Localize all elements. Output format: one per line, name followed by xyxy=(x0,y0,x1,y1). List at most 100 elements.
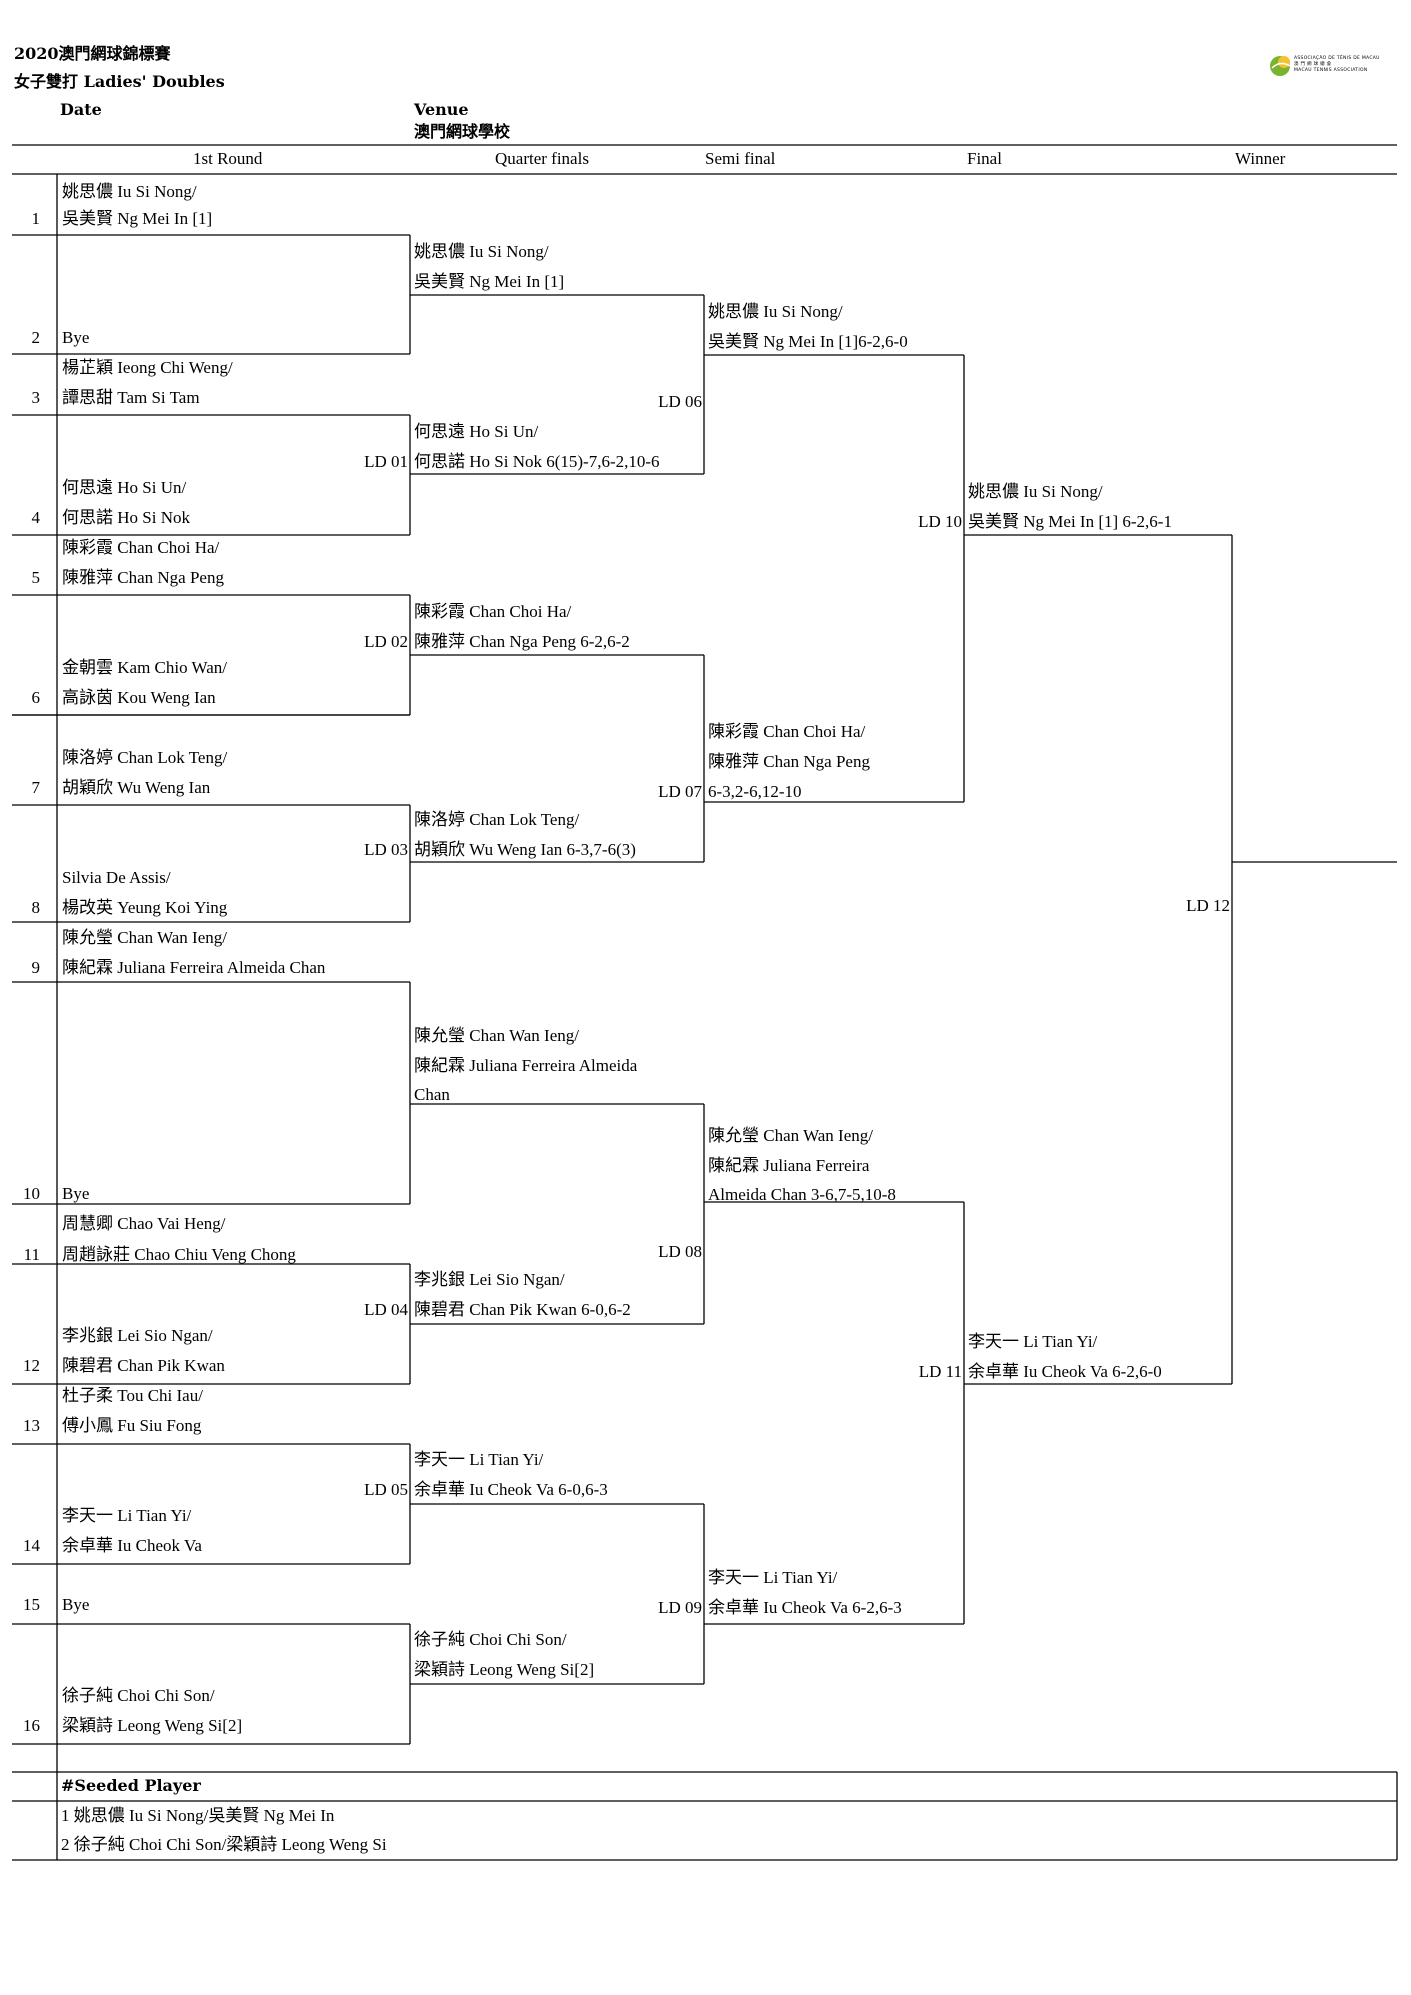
sf-player-b: 吳美賢 Ng Mei In [1]6-2,6-0 xyxy=(708,332,908,351)
r1-player-b: 楊改英 Yeung Koi Ying xyxy=(62,898,228,917)
qf-player-a: 陳允瑩 Chan Wan Ieng/ xyxy=(414,1026,579,1045)
match-label: LD 08 xyxy=(658,1242,702,1261)
final-player-b: 吳美賢 Ng Mei In [1] 6-2,6-1 xyxy=(968,512,1172,531)
draw-position-number: 11 xyxy=(23,1245,40,1264)
draw-position-number: 6 xyxy=(31,688,41,707)
r1-player-a: 杜子柔 Tou Chi Iau/ xyxy=(62,1386,203,1405)
sf-player-a: 李天一 Li Tian Yi/ xyxy=(708,1568,838,1587)
r1-player-b: 梁穎詩 Leong Weng Si[2] xyxy=(62,1716,243,1735)
match-label: LD 09 xyxy=(658,1598,702,1617)
qf-player-b: 余卓華 Iu Cheok Va 6-0,6-3 xyxy=(414,1480,608,1499)
column-header-semis: Semi final xyxy=(705,149,776,168)
r1-player-b: Bye xyxy=(62,1595,90,1614)
qf-player-a: 李天一 Li Tian Yi/ xyxy=(414,1450,544,1469)
r1-player-a: 李天一 Li Tian Yi/ xyxy=(62,1506,192,1525)
qf-player-b: 陳碧君 Chan Pik Kwan 6-0,6-2 xyxy=(414,1300,631,1319)
qf-player-b: 梁穎詩 Leong Weng Si[2] xyxy=(414,1660,595,1679)
association-logo: ASSOCIAÇÃO DE TÉNIS DE MACAU 澳 門 網 球 總 會… xyxy=(1268,52,1398,78)
r1-player-a: 楊芷穎 Ieong Chi Weng/ xyxy=(62,358,233,377)
r1-player-b: 譚思甜 Tam Si Tam xyxy=(62,388,200,407)
match-label: LD 01 xyxy=(364,452,408,471)
seeded-row-1: 1 姚思儂 Iu Si Nong/吳美賢 Ng Mei In xyxy=(61,1806,335,1825)
r1-player-a: 何思遠 Ho Si Un/ xyxy=(62,478,187,497)
qf-player-b: 陳紀霖 Juliana Ferreira Almeida xyxy=(414,1056,638,1075)
draw-position-number: 14 xyxy=(23,1536,40,1555)
qf-player-c: Chan xyxy=(414,1085,450,1104)
qf-player-b: 何思諾 Ho Si Nok 6(15)-7,6-2,10-6 xyxy=(414,452,660,471)
qf-player-a: 何思遠 Ho Si Un/ xyxy=(414,422,539,441)
event-title: 女子雙打 Ladies' Doubles xyxy=(14,72,225,91)
tennis-ball-logo-icon xyxy=(1270,56,1291,76)
r1-player-b: Bye xyxy=(62,328,90,347)
logo-line-2: 澳 門 網 球 總 會 xyxy=(1294,62,1332,67)
qf-player-a: 陳彩霞 Chan Choi Ha/ xyxy=(414,602,572,621)
r1-player-a: 徐子純 Choi Chi Son/ xyxy=(62,1686,215,1705)
sf-player-b: 余卓華 Iu Cheok Va 6-2,6-3 xyxy=(708,1598,902,1617)
match-label: LD 07 xyxy=(658,782,702,801)
qf-player-a: 徐子純 Choi Chi Son/ xyxy=(414,1630,567,1649)
qf-player-b: 陳雅萍 Chan Nga Peng 6-2,6-2 xyxy=(414,632,630,651)
venue-name: 澳門網球學校 xyxy=(414,122,511,141)
r1-player-a: 李兆銀 Lei Sio Ngan/ xyxy=(62,1326,213,1345)
r1-player-b: 陳雅萍 Chan Nga Peng xyxy=(62,568,224,587)
draw-position-number: 5 xyxy=(31,568,41,587)
r1-player-b: 胡穎欣 Wu Weng Ian xyxy=(62,778,211,797)
r1-player-a: 陳彩霞 Chan Choi Ha/ xyxy=(62,538,220,557)
qf-player-b: 胡穎欣 Wu Weng Ian 6-3,7-6(3) xyxy=(414,840,636,859)
column-header-winner: Winner xyxy=(1235,149,1286,168)
match-label: LD 05 xyxy=(364,1480,408,1499)
match-label: LD 10 xyxy=(918,512,962,531)
seeded-title: #Seeded Player xyxy=(61,1776,201,1795)
draw-position-number: 1 xyxy=(31,209,41,228)
r1-player-a: 陳允瑩 Chan Wan Ieng/ xyxy=(62,928,227,947)
column-header-quarters: Quarter finals xyxy=(495,149,589,168)
sf-player-c: 6-3,2-6,12-10 xyxy=(708,782,802,801)
qf-player-a: 陳洛婷 Chan Lok Teng/ xyxy=(414,810,580,829)
final-player-a: 李天一 Li Tian Yi/ xyxy=(968,1332,1098,1351)
r1-player-a: 姚思儂 Iu Si Nong/ xyxy=(62,182,197,201)
r1-player-b: 何思諾 Ho Si Nok xyxy=(62,508,190,527)
r1-player-b: 陳紀霖 Juliana Ferreira Almeida Chan xyxy=(62,958,326,977)
draw-position-number: 2 xyxy=(31,328,41,347)
date-label: Date xyxy=(60,100,102,119)
r1-player-b: 吳美賢 Ng Mei In [1] xyxy=(62,209,213,228)
sf-player-a: 陳彩霞 Chan Choi Ha/ xyxy=(708,722,866,741)
r1-player-b: 余卓華 Iu Cheok Va xyxy=(62,1536,202,1555)
r1-player-b: 高詠茵 Kou Weng Ian xyxy=(62,688,216,707)
r1-player-b: 周趙詠莊 Chao Chiu Veng Chong xyxy=(62,1245,296,1264)
r1-player-a: 陳洛婷 Chan Lok Teng/ xyxy=(62,748,228,767)
draw-position-number: 4 xyxy=(31,508,41,527)
draw-position-number: 13 xyxy=(23,1416,40,1435)
column-header-round1: 1st Round xyxy=(193,149,263,168)
draw-position-number: 8 xyxy=(31,898,41,917)
draw-position-number: 9 xyxy=(31,958,41,977)
draw-position-number: 12 xyxy=(23,1356,40,1375)
seeded-row-2: 2 徐子純 Choi Chi Son/梁穎詩 Leong Weng Si xyxy=(61,1835,387,1854)
qf-player-a: 姚思儂 Iu Si Nong/ xyxy=(414,242,549,261)
final-player-a: 姚思儂 Iu Si Nong/ xyxy=(968,482,1103,501)
match-label: LD 11 xyxy=(918,1362,962,1381)
r1-player-b: Bye xyxy=(62,1184,90,1203)
qf-player-a: 李兆銀 Lei Sio Ngan/ xyxy=(414,1270,565,1289)
match-label: LD 06 xyxy=(658,392,702,411)
sf-player-a: 姚思儂 Iu Si Nong/ xyxy=(708,302,843,321)
sf-player-b: 陳雅萍 Chan Nga Peng xyxy=(708,752,870,771)
match-label: LD 04 xyxy=(364,1300,408,1319)
match-label: LD 02 xyxy=(364,632,408,651)
draw-position-number: 7 xyxy=(31,778,41,797)
qf-player-b: 吳美賢 Ng Mei In [1] xyxy=(414,272,565,291)
venue-label: Venue xyxy=(414,100,469,119)
r1-player-b: 陳碧君 Chan Pik Kwan xyxy=(62,1356,225,1375)
draw-position-number: 3 xyxy=(31,388,41,407)
r1-player-a: 金朝雲 Kam Chio Wan/ xyxy=(62,658,228,677)
r1-player-a: 周慧卿 Chao Vai Heng/ xyxy=(62,1214,226,1233)
match-label-ld12: LD 12 xyxy=(1186,896,1230,915)
sf-player-c: Almeida Chan 3-6,7-5,10-8 xyxy=(708,1185,896,1204)
draw-position-number: 10 xyxy=(23,1184,40,1203)
sf-player-b: 陳紀霖 Juliana Ferreira xyxy=(708,1156,870,1175)
final-player-b: 余卓華 Iu Cheok Va 6-2,6-0 xyxy=(968,1362,1162,1381)
logo-line-1: ASSOCIAÇÃO DE TÉNIS DE MACAU xyxy=(1294,56,1380,61)
sf-player-a: 陳允瑩 Chan Wan Ieng/ xyxy=(708,1126,873,1145)
logo-line-3: MACAU TENNIS ASSOCIATION xyxy=(1294,68,1368,73)
